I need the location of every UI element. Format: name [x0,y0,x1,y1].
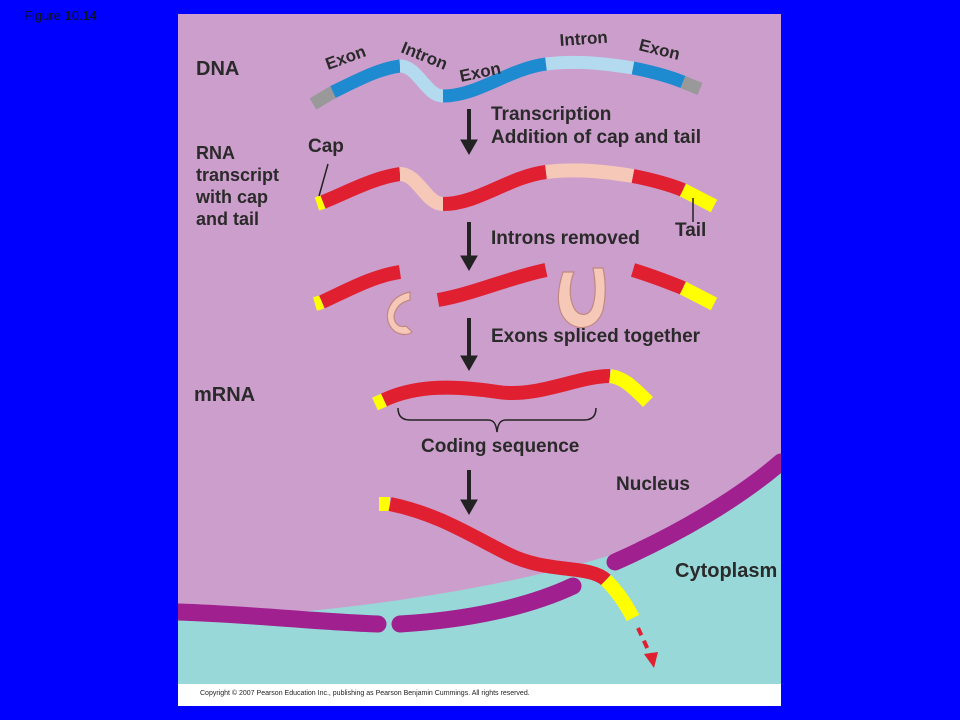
piece-cap [313,295,324,311]
rna-intron-1 [398,167,445,211]
figure-number: Figure 10.14 [24,8,97,23]
piece-exon-2 [436,263,548,307]
arrow-4-head [460,499,478,516]
dna-end-right [680,75,703,96]
arrow-3-head [460,355,478,372]
rna-tail [679,183,718,213]
copyright-text: Copyright © 2007 Pearson Education Inc.,… [200,690,530,697]
dna-intron-2 [545,55,635,75]
label-coding-sequence: Coding sequence [421,436,580,457]
arrow-1-head [460,139,478,156]
dna-exon-1 [330,59,402,98]
dna-strand [309,55,703,110]
label-transcription: Transcription [491,104,612,125]
rna-exon-2 [442,165,548,211]
step-arrows [460,109,478,516]
label-mrna: mRNA [194,384,256,406]
label-exons-spliced: Exons spliced together [491,326,701,347]
membrane-segment-left [178,603,387,633]
export-body [388,497,611,586]
dna-intron-1 [398,59,445,103]
label-rna-transcript: RNA transcript with cap and tail [196,143,280,229]
spliced-pieces [313,263,718,311]
label-introns-removed: Introns removed [491,228,640,249]
excised-introns [386,267,606,336]
mrna-tail [608,369,653,407]
piece-exon-1 [319,265,402,309]
cap-pointer-line [318,163,329,197]
excised-intron-2 [557,267,606,329]
label-intron-2: Intron [559,28,608,50]
mrna-exons [381,369,611,407]
rna-processing-diagram: Exon Intron Exon Intron Exon [178,14,781,706]
piece-tail [679,281,718,311]
label-cap: Cap [308,136,344,157]
rna-transcript [314,163,718,213]
export-arrow-head [644,652,658,668]
exporting-mrna [379,497,640,622]
dna-exon-2 [442,57,548,103]
rna-intron-2 [545,163,635,183]
export-tail [600,575,640,622]
mrna-cap [372,393,387,411]
label-cytoplasm: Cytoplasm [675,560,778,582]
rna-exon-1 [320,167,402,209]
arrow-2-head [460,255,478,272]
label-tail: Tail [675,220,707,241]
mrna-strand [372,369,653,411]
footer-strip [178,684,781,706]
rna-cap [314,195,326,211]
label-dna: DNA [196,58,240,80]
coding-sequence-bracket [397,407,597,433]
membrane-segment-middle [391,577,582,633]
dna-exon-3 [631,61,686,89]
label-addition-cap-tail: Addition of cap and tail [491,127,702,148]
excised-intron-1 [386,291,413,336]
dna-end-left [309,86,337,110]
piece-exon-3 [630,263,686,295]
label-nucleus: Nucleus [616,474,690,495]
rna-exon-3 [631,169,686,197]
cytoplasm-region [178,469,781,706]
nuclear-envelope [178,453,781,633]
diagram-panel: Exon Intron Exon Intron Exon DNA RNA tra… [178,14,781,706]
membrane-segment-right [606,453,781,571]
export-dashed-arrow [636,627,652,655]
